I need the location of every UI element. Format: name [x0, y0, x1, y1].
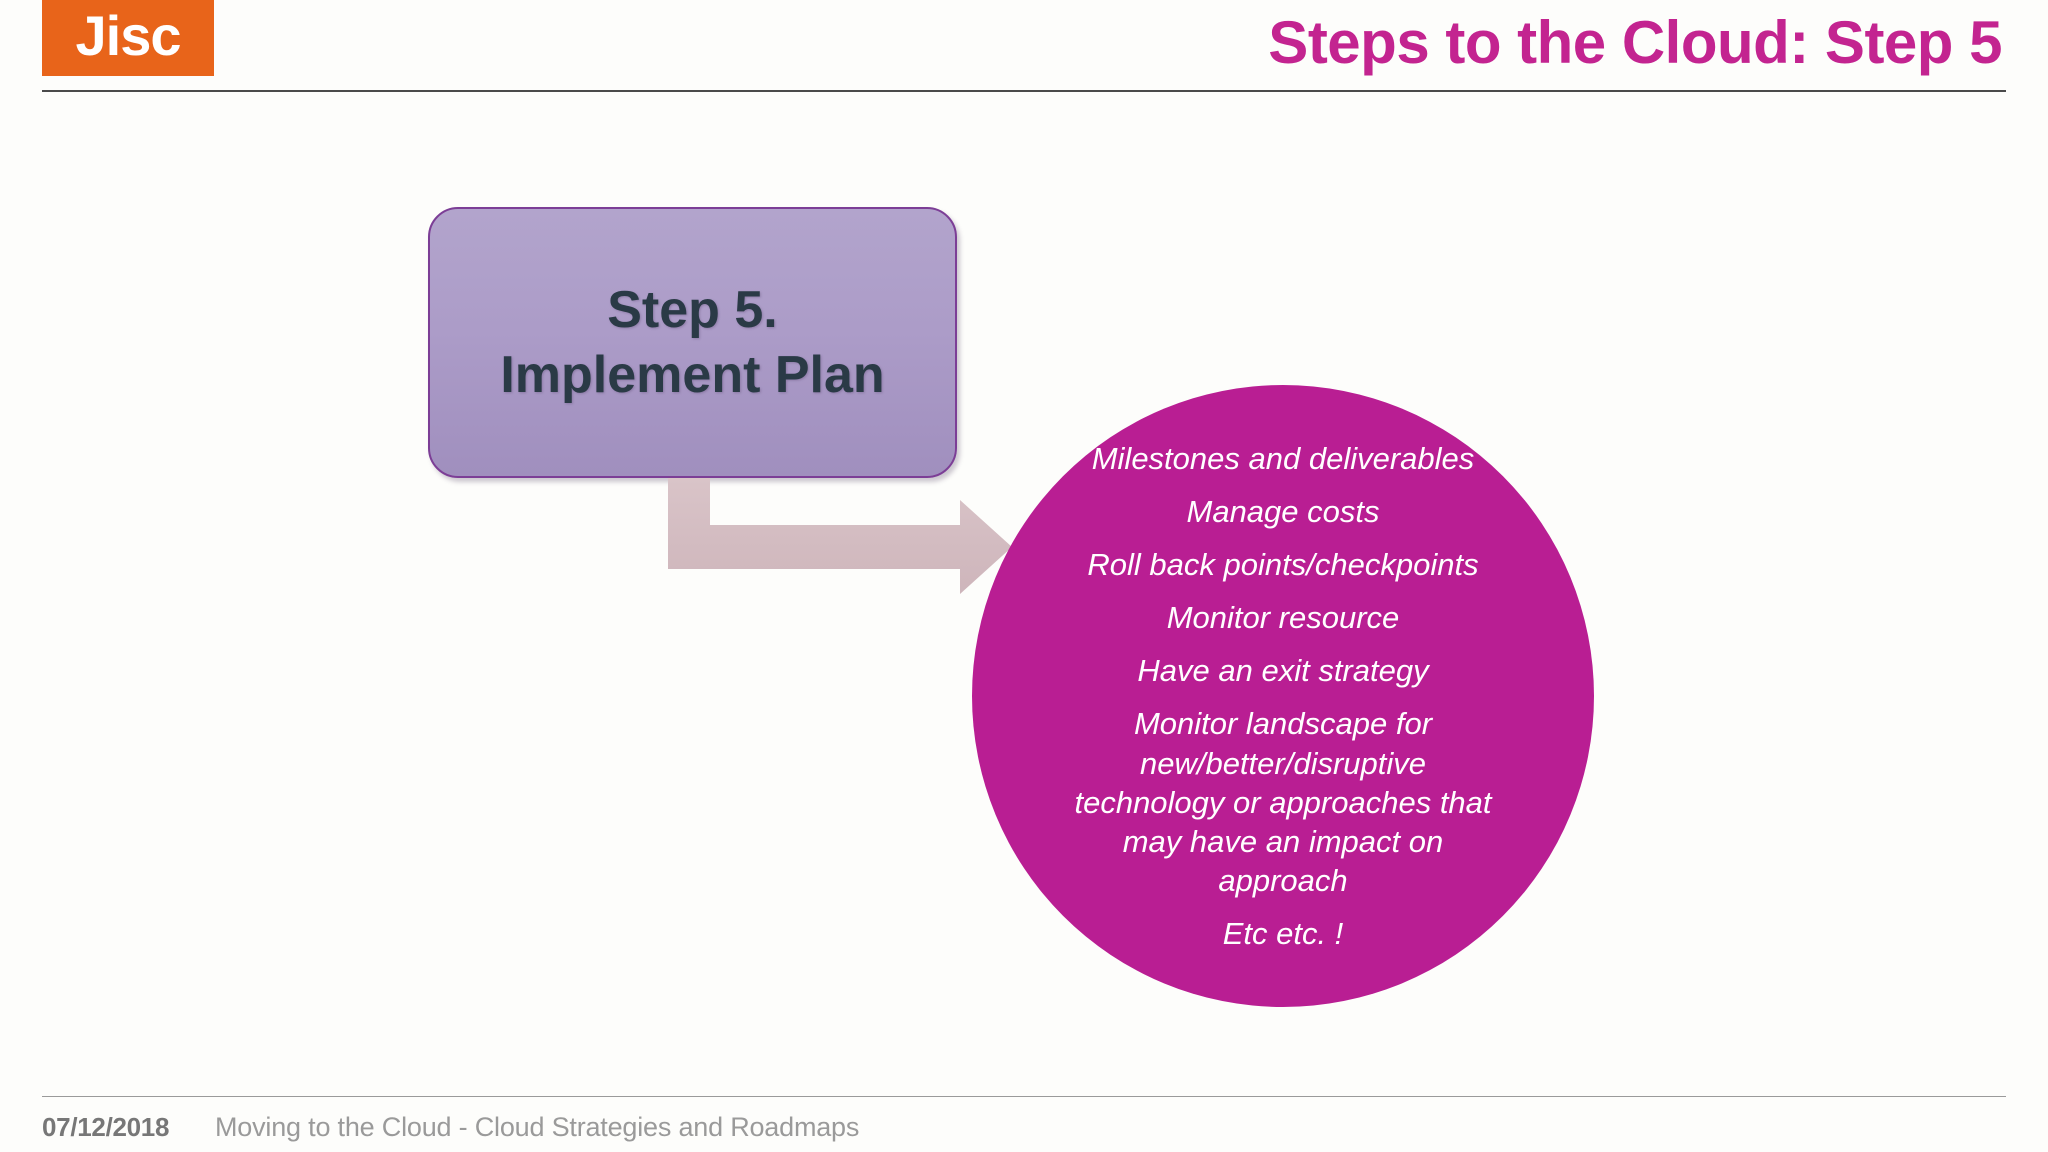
info-circle: Milestones and deliverables Manage costs… [972, 385, 1594, 1007]
step-box-label: Step 5. Implement Plan [500, 280, 885, 404]
step-box: Step 5. Implement Plan [428, 207, 957, 478]
slide-title: Steps to the Cloud: Step 5 [1268, 9, 2002, 76]
header-divider [42, 90, 2006, 92]
circle-line: Milestones and deliverables [1091, 441, 1475, 477]
footer-divider [42, 1096, 2006, 1097]
circle-line: Roll back points/checkpoints [1087, 547, 1479, 583]
jisc-logo-text: Jisc [75, 4, 182, 67]
footer-date: 07/12/2018 [42, 1112, 170, 1142]
circle-line: Manage costs [1186, 494, 1380, 530]
circle-line: Monitor resource [1166, 600, 1400, 636]
jisc-logo: Jisc [42, 0, 214, 76]
circle-line: Etc etc. ! [1222, 915, 1344, 951]
circle-line: Have an exit strategy [1137, 653, 1429, 689]
circle-line: Monitor landscape for new/better/disrupt… [1074, 706, 1492, 898]
elbow-arrow-icon [660, 470, 1020, 605]
footer-subject: Moving to the Cloud - Cloud Strategies a… [215, 1112, 860, 1142]
